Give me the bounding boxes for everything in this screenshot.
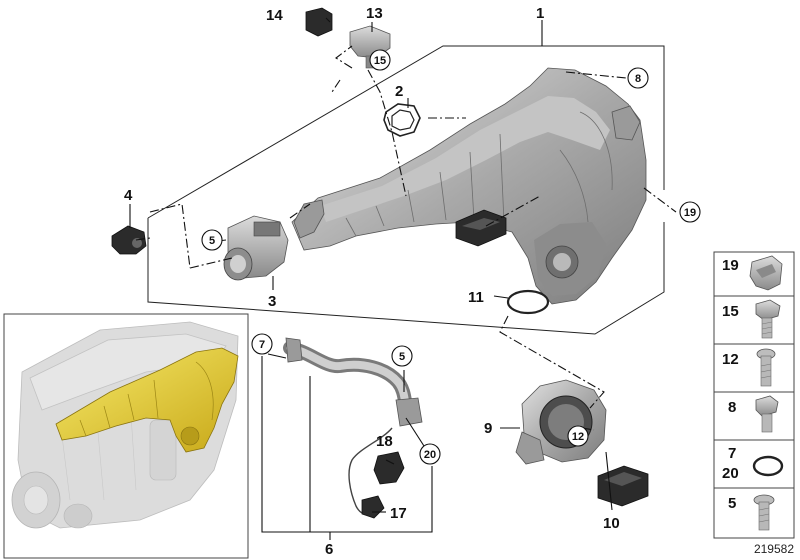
callout-17: 17: [390, 505, 407, 522]
callout-19: 19: [684, 207, 696, 219]
egr-pipe: [283, 337, 423, 427]
callout-14: 14: [266, 7, 283, 24]
leader-lines: [129, 17, 677, 540]
callout-12: 12: [572, 431, 584, 443]
o-ring: [506, 289, 550, 315]
hardware-legend: 19 15 12 8 7 20 5: [713, 251, 795, 539]
legend-label-8: 8: [728, 399, 736, 416]
engine-inset: [3, 313, 249, 559]
torx-screw-icon: [753, 494, 775, 531]
hex-bolt-icon: [755, 299, 781, 339]
flap-actuator: [223, 215, 289, 281]
legend-label-5: 5: [728, 495, 736, 512]
highlighted-manifold: [55, 347, 239, 453]
callout-4: 4: [124, 187, 133, 204]
socket-screw-icon: [756, 348, 776, 387]
callout-1: 1: [536, 5, 544, 22]
callout-2: 2: [395, 83, 403, 100]
callout-10: 10: [603, 515, 620, 532]
rubber-seal: [455, 209, 507, 247]
callout-9: 9: [484, 420, 492, 437]
callout-13: 13: [366, 5, 383, 22]
legend-label-12: 12: [722, 351, 739, 368]
connector-plug: [305, 7, 333, 37]
electrical-connector: [597, 465, 649, 507]
gasket: [383, 103, 421, 137]
sensor-clip: [111, 225, 147, 255]
legend-label-15: 15: [722, 303, 739, 320]
intake-manifold: [291, 67, 647, 305]
callout-20: 20: [424, 449, 436, 461]
callout-18: 18: [376, 433, 393, 450]
legend-label-7: 7: [728, 445, 736, 462]
diagram-id: 219582: [754, 542, 794, 556]
callout-6: 6: [325, 541, 333, 558]
callout-5-lower: 5: [399, 351, 405, 363]
throttle-body: [515, 379, 607, 465]
callout-15: 15: [374, 55, 386, 67]
ring-seal-icon: [752, 455, 784, 477]
legend-label-20: 20: [722, 465, 739, 482]
legend-label-19: 19: [722, 257, 739, 274]
callouts: 1 2 3 4 6 9 10 11 13 14 17 18 8 19 15 5 …: [124, 5, 701, 558]
assembly-frame: [147, 45, 665, 335]
callout-7: 7: [259, 339, 265, 351]
callout-3: 3: [268, 293, 276, 310]
flange-bolt-icon: [755, 395, 779, 433]
callout-8: 8: [635, 73, 641, 85]
callout-5-upper: 5: [209, 235, 215, 247]
callout-11: 11: [468, 289, 484, 306]
